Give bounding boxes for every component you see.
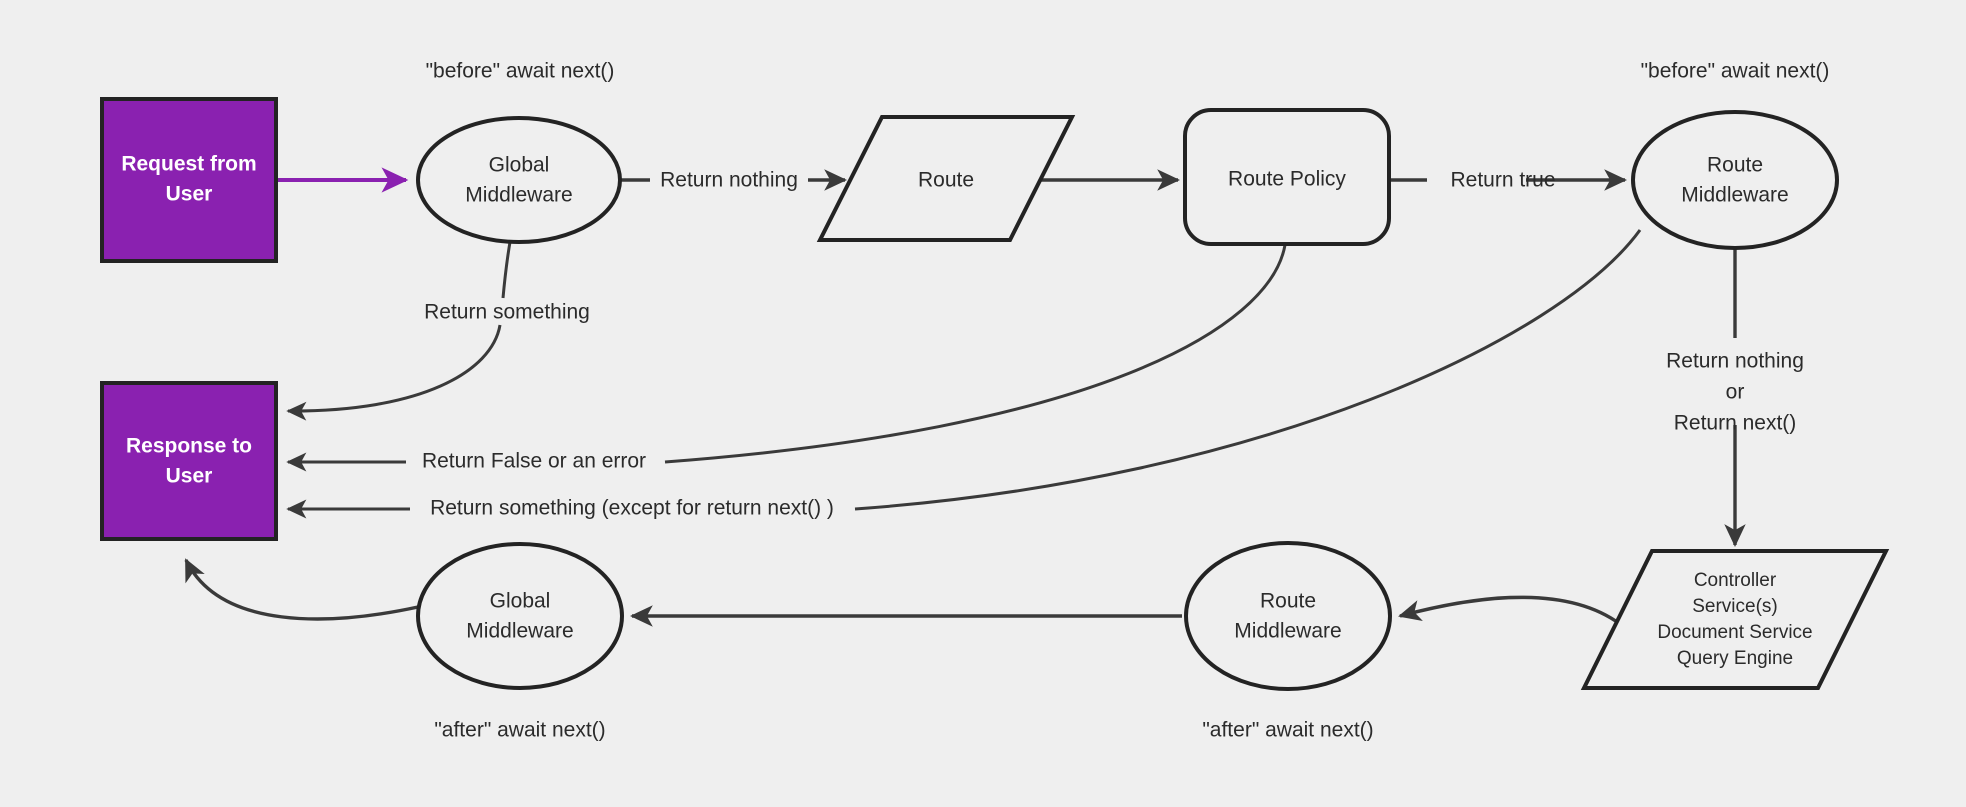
edge-label-return-nothing-or-next-2: or xyxy=(1726,381,1745,404)
node-route-middleware-after-label-1: Route xyxy=(1260,590,1316,613)
node-controller[interactable] xyxy=(1580,549,1890,690)
edge-label-return-true: Return true xyxy=(1450,169,1555,192)
node-global-middleware-before[interactable] xyxy=(416,116,622,244)
node-global-middleware-after-label-1: Global xyxy=(490,590,551,613)
node-route-middleware-after[interactable] xyxy=(1184,541,1392,691)
edge-label-return-nothing-or-next-3: Return next() xyxy=(1674,412,1797,435)
node-global-middleware-after[interactable] xyxy=(416,542,624,690)
node-request-from-user[interactable] xyxy=(100,97,278,263)
node-route-label: Route xyxy=(918,169,974,192)
node-route-middleware-before-label-2: Middleware xyxy=(1681,184,1788,207)
edge-label-return-nothing-or-next-1: Return nothing xyxy=(1666,350,1804,373)
edge-label-return-something-except-next: Return something (except for return next… xyxy=(430,497,834,520)
node-request-from-user-label-2: User xyxy=(166,183,213,206)
node-response-to-user-label-2: User xyxy=(166,465,213,488)
edge-route-policy-return-false-curve xyxy=(664,244,1287,464)
node-route-middleware-after-label-2: Middleware xyxy=(1234,620,1341,643)
edge-label-return-false-or-error: Return False or an error xyxy=(422,450,646,473)
annotation-after-global-middleware: "after" await next() xyxy=(434,719,605,742)
node-route-policy[interactable] xyxy=(1183,108,1391,246)
node-global-middleware-before-label-2: Middleware xyxy=(465,184,572,207)
edge-global-mw-after-to-response xyxy=(184,558,419,621)
node-request-from-user-label-1: Request from xyxy=(121,153,256,176)
annotation-after-route-middleware: "after" await next() xyxy=(1202,719,1373,742)
edge-route-mw-return-something-curve xyxy=(854,229,1642,511)
annotation-before-route-middleware: "before" await next() xyxy=(1641,60,1830,83)
edge-label-return-nothing: Return nothing xyxy=(660,169,798,192)
node-route-middleware-before-label-1: Route xyxy=(1707,154,1763,177)
node-route-policy-label: Route Policy xyxy=(1228,168,1346,191)
node-controller-label-4: Query Engine xyxy=(1677,648,1793,669)
node-response-to-user[interactable] xyxy=(100,381,278,541)
node-route[interactable] xyxy=(816,115,1076,242)
node-controller-label-1: Controller xyxy=(1694,570,1777,591)
node-controller-label-3: Document Service xyxy=(1657,622,1812,643)
annotation-before-global-middleware: "before" await next() xyxy=(426,60,615,83)
edge-controller-to-route-mw-after xyxy=(1398,595,1622,626)
edge-label-return-something-global: Return something xyxy=(424,301,590,324)
edge-global-middleware-return-something-lower xyxy=(286,324,502,421)
node-global-middleware-before-label-1: Global xyxy=(489,154,550,177)
node-response-to-user-label-1: Response to xyxy=(126,435,252,458)
node-controller-label-2: Service(s) xyxy=(1692,596,1778,617)
node-global-middleware-after-label-2: Middleware xyxy=(466,620,573,643)
node-route-middleware-before[interactable] xyxy=(1631,110,1839,250)
